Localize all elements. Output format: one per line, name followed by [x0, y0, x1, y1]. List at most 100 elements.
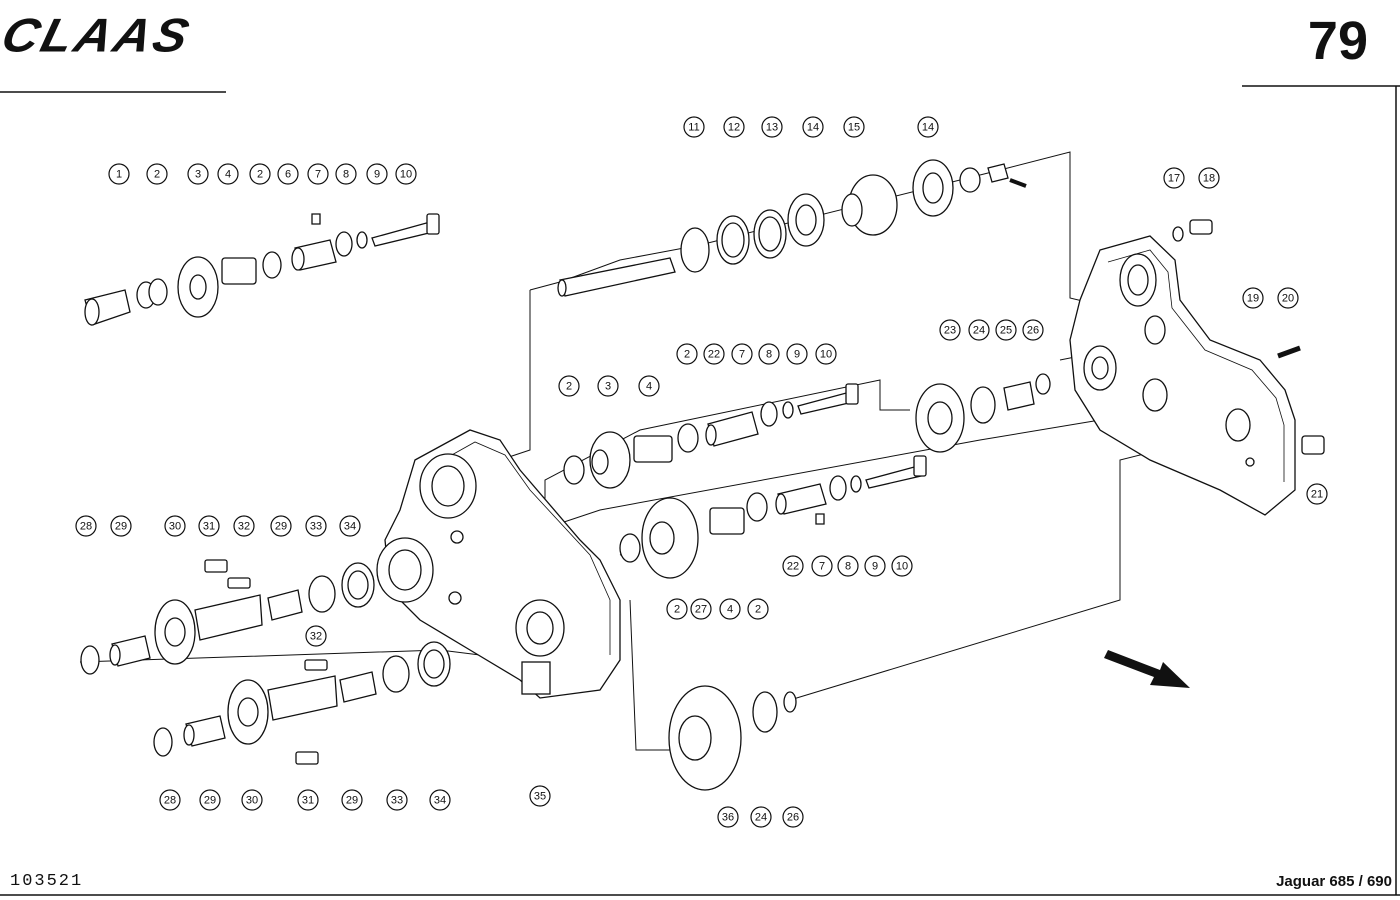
part-callout: 2 — [249, 163, 271, 185]
callout-circle — [747, 598, 769, 620]
part-callout: 34 — [429, 789, 451, 811]
callout-label: 7 — [315, 169, 321, 181]
callout-circle — [305, 515, 327, 537]
callout-label: 33 — [310, 521, 322, 533]
part-callout: 23 — [939, 319, 961, 341]
part-callout: 26 — [1022, 319, 1044, 341]
callout-label: 28 — [164, 795, 176, 807]
part-callout: 33 — [386, 789, 408, 811]
rear-cover — [1069, 219, 1325, 516]
callout-label: 2 — [257, 169, 263, 181]
callout-circle — [386, 789, 408, 811]
callout-circle — [108, 163, 130, 185]
callout-circle — [1022, 319, 1044, 341]
part-callout: 20 — [1277, 287, 1299, 309]
callout-label: 29 — [204, 795, 216, 807]
callout-label: 14 — [807, 122, 819, 134]
callout-label: 21 — [1311, 489, 1323, 501]
part-callout: 24 — [750, 806, 772, 828]
callout-circle — [307, 163, 329, 185]
callout-label: 27 — [695, 604, 707, 616]
callout-label: 31 — [302, 795, 314, 807]
callout-circle — [782, 555, 804, 577]
part-callout: 10 — [815, 343, 837, 365]
callout-circle — [811, 555, 833, 577]
callout-circle — [683, 116, 705, 138]
callout-label: 10 — [896, 561, 908, 573]
callout-circle — [815, 343, 837, 365]
callout-label: 31 — [203, 521, 215, 533]
part-callout: 29 — [110, 515, 132, 537]
callout-circle — [723, 116, 745, 138]
part-callout: 3 — [187, 163, 209, 185]
part-callout: 4 — [217, 163, 239, 185]
callout-circle — [241, 789, 263, 811]
part-callout: 28 — [75, 515, 97, 537]
part-callout: 12 — [723, 116, 745, 138]
large-output-gear — [668, 685, 797, 791]
callout-circle — [703, 343, 725, 365]
callout-label: 35 — [534, 791, 546, 803]
callout-circle — [249, 163, 271, 185]
part-callout: 2 — [666, 598, 688, 620]
part-callout: 30 — [241, 789, 263, 811]
part-callout: 22 — [703, 343, 725, 365]
callout-circle — [786, 343, 808, 365]
callout-label: 29 — [346, 795, 358, 807]
callout-circle — [891, 555, 913, 577]
part-callout: 8 — [758, 343, 780, 365]
drawing-number: 103521 — [10, 872, 84, 891]
callout-label: 32 — [310, 631, 322, 643]
callout-label: 2 — [755, 604, 761, 616]
callout-label: 11 — [688, 122, 699, 134]
part-callout: 15 — [843, 116, 865, 138]
part-callout: 27 — [690, 598, 712, 620]
callout-label: 3 — [605, 381, 611, 393]
callout-circle — [159, 789, 181, 811]
part-callout: 35 — [529, 785, 551, 807]
callout-label: 3 — [195, 169, 201, 181]
part-callout: 19 — [1242, 287, 1264, 309]
callout-circle — [843, 116, 865, 138]
model-label: Jaguar 685 / 690 — [1276, 873, 1392, 890]
callout-label: 25 — [1000, 325, 1012, 337]
part-callout: 31 — [198, 515, 220, 537]
lower-left-flange-assemblies — [80, 559, 451, 765]
part-callout: 17 — [1163, 167, 1185, 189]
callout-label: 2 — [154, 169, 160, 181]
callout-circle — [939, 319, 961, 341]
part-callout: 11 — [683, 116, 705, 138]
callout-label: 24 — [973, 325, 985, 337]
part-callout: 34 — [339, 515, 361, 537]
callout-label: 29 — [275, 521, 287, 533]
part-callout: 26 — [782, 806, 804, 828]
callout-label: 33 — [391, 795, 403, 807]
callout-circle — [1163, 167, 1185, 189]
part-callout: 29 — [199, 789, 221, 811]
callout-circle — [558, 375, 580, 397]
callout-circle — [187, 163, 209, 185]
callout-label: 1 — [116, 169, 122, 181]
part-callout: 9 — [864, 555, 886, 577]
callout-label: 9 — [872, 561, 878, 573]
callout-label: 30 — [246, 795, 258, 807]
callout-circle — [395, 163, 417, 185]
callout-circle — [217, 163, 239, 185]
callout-label: 7 — [819, 561, 825, 573]
callout-label: 6 — [285, 169, 291, 181]
part-callout: 7 — [731, 343, 753, 365]
callout-label: 14 — [922, 122, 934, 134]
callout-circle — [968, 319, 990, 341]
callout-circle — [277, 163, 299, 185]
callout-label: 32 — [238, 521, 250, 533]
part-callout: 21 — [1306, 483, 1328, 505]
callout-label: 29 — [115, 521, 127, 533]
callout-circle — [164, 515, 186, 537]
callout-circle — [339, 515, 361, 537]
part-callout: 25 — [995, 319, 1017, 341]
part-callout: 24 — [968, 319, 990, 341]
callout-circle — [341, 789, 363, 811]
callout-circle — [690, 598, 712, 620]
